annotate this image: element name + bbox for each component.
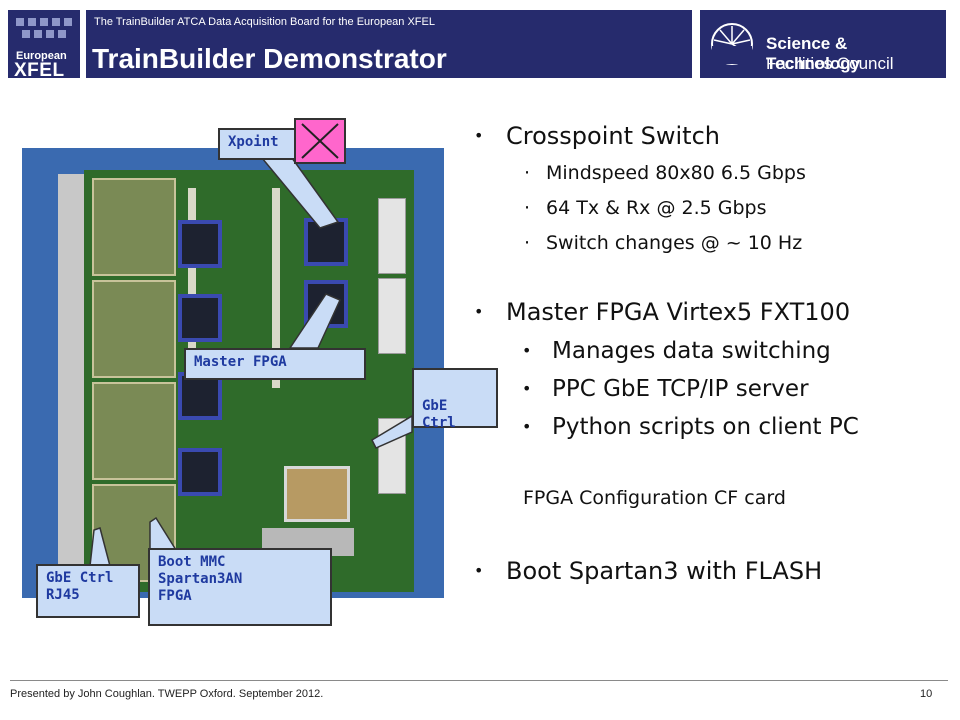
crosspoint-chip — [304, 218, 348, 266]
master-sub-bullet: •Python scripts on client PC — [522, 414, 859, 440]
callout-gbe-line2: RJ45 — [46, 587, 80, 603]
sub-bullet-text: Switch changes @ ~ 10 Hz — [546, 232, 803, 254]
board-photo — [22, 148, 444, 598]
stfc-sunburst-icon — [711, 23, 753, 65]
header-subtitle: The TrainBuilder ATCA Data Acquisition B… — [94, 16, 435, 28]
sub-bullet-text: 64 Tx & Rx @ 2.5 Gbps — [546, 197, 767, 219]
connector-strip — [188, 188, 196, 388]
stfc-logo: Science & Technology Facilities Council — [700, 10, 946, 78]
footer-presenter: Presented by John Coughlan. TWEPP Oxford… — [10, 688, 324, 700]
header-bar: The TrainBuilder ATCA Data Acquisition B… — [86, 10, 692, 78]
crosspoint-chip — [304, 280, 348, 328]
bullet-master-text: Master FPGA Virtex5 FXT100 — [506, 298, 851, 326]
logo-text-xfel: XFEL — [14, 60, 65, 81]
callout-master-fpga: Master FPGA — [184, 348, 366, 380]
european-xfel-logo: European XFEL — [8, 10, 80, 81]
connector-strip — [272, 188, 280, 388]
cf-card-slot — [284, 466, 350, 522]
crosspoint-x-icon — [294, 118, 346, 164]
master-sub-bullet-text: PPC GbE TCP/IP server — [552, 376, 809, 402]
callout-boot-mmc: Boot MMC Spartan3AN FPGA — [148, 548, 332, 626]
xfel-dot-grid-icon — [14, 16, 74, 46]
page-number: 10 — [920, 688, 933, 700]
receiver-module — [92, 382, 176, 480]
fpga-chip — [178, 448, 222, 496]
backplane-connector — [378, 278, 406, 354]
footer-divider — [10, 680, 948, 681]
master-sub-bullet-text: Manages data switching — [552, 338, 831, 364]
receiver-module — [92, 280, 176, 378]
stfc-text-line1: Science & Technology — [766, 34, 861, 73]
callout-boot-line3: FPGA — [158, 588, 192, 604]
bullet-crosspoint: • Crosspoint Switch — [474, 122, 720, 150]
backplane-connector — [378, 198, 406, 274]
bullet-boot: • Boot Spartan3 with FLASH — [474, 557, 823, 585]
sub-bullet-text: Mindspeed 80x80 6.5 Gbps — [546, 162, 806, 184]
master-sub-bullet: •PPC GbE TCP/IP server — [522, 376, 809, 402]
stfc-text-line2: Facilities Council — [766, 54, 894, 73]
callout-gbe-ctrl-rj45: GbE Ctrl RJ45 — [36, 564, 140, 618]
bullet-master-fpga: • Master FPGA Virtex5 FXT100 — [474, 298, 851, 326]
bullet-crosspoint-text: Crosspoint Switch — [506, 122, 720, 150]
fpga-chip — [178, 220, 222, 268]
page-title: TrainBuilder Demonstrator — [92, 43, 447, 74]
fpga-chip — [178, 294, 222, 342]
callout-gbe-line1: GbE Ctrl — [46, 570, 114, 586]
callout-gbe-ctrl: GbE Ctrl — [412, 368, 498, 431]
sub-bullet: ·Mindspeed 80x80 6.5 Gbps — [524, 162, 806, 184]
receiver-module — [92, 178, 176, 276]
sub-bullet: ·64 Tx & Rx @ 2.5 Gbps — [524, 197, 767, 219]
bullet-boot-text: Boot Spartan3 with FLASH — [506, 557, 823, 585]
fpga-config-text: FPGA Configuration CF card — [523, 487, 786, 509]
logo-text-european: European — [16, 50, 67, 62]
callout-boot-line2: Spartan3AN — [158, 571, 243, 587]
x-cross-icon — [301, 123, 339, 159]
callout-xpoint: Xpoint — [218, 128, 296, 160]
callout-boot-line1: Boot MMC — [158, 554, 226, 570]
sub-bullet: ·Switch changes @ ~ 10 Hz — [524, 232, 803, 254]
backplane-connector — [378, 418, 406, 494]
master-sub-bullet: •Manages data switching — [522, 338, 831, 364]
master-sub-bullet-text: Python scripts on client PC — [552, 414, 859, 440]
